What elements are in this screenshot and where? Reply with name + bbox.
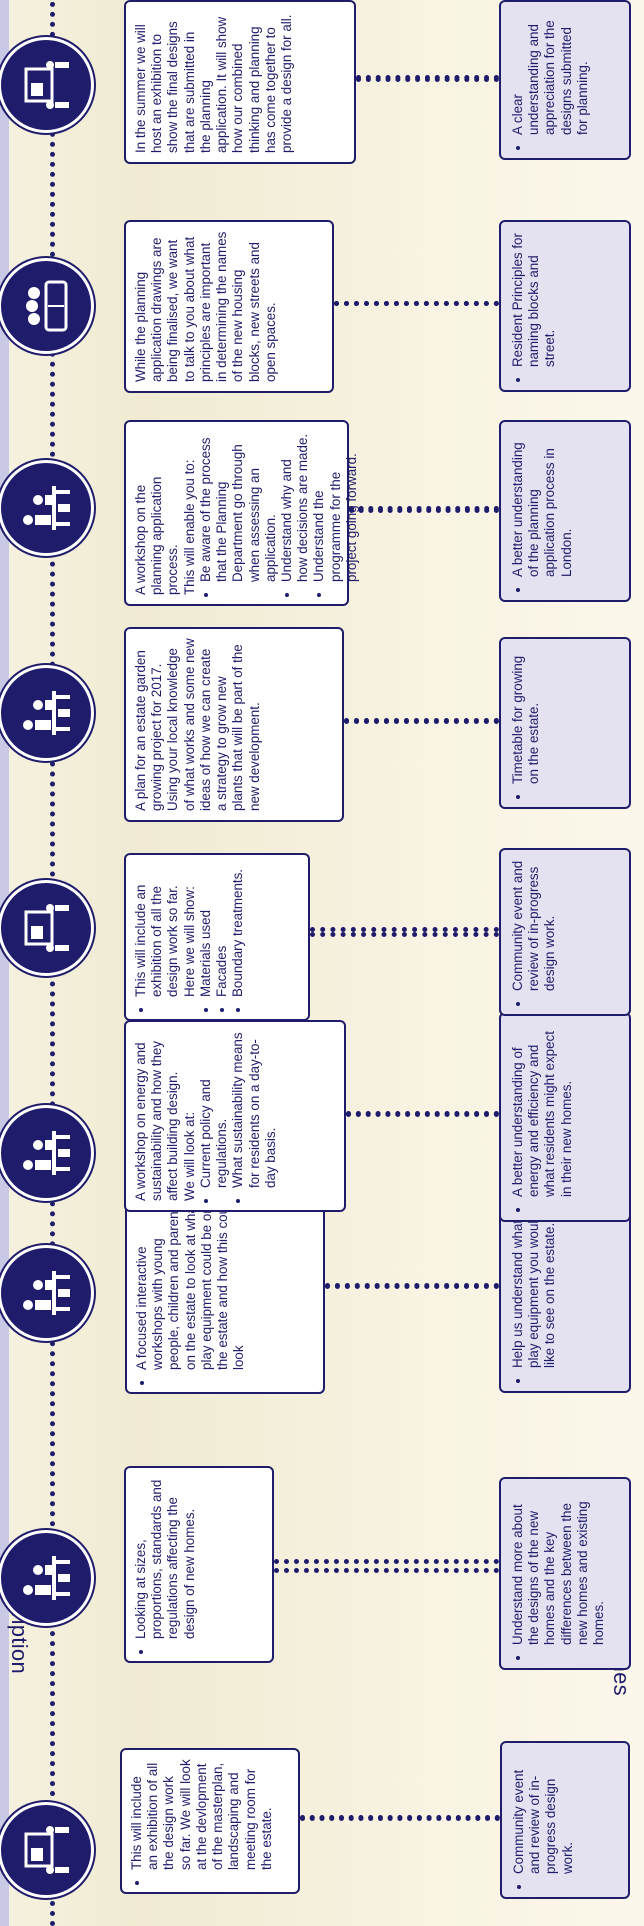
description-intro: A workshop on the planning application p… (133, 476, 181, 595)
stage-description: A focused interactive workshops with you… (125, 1184, 325, 1394)
exhibition-icon (24, 1826, 69, 1874)
stage-icon (0, 1105, 94, 1201)
description-intro: A plan for an estate garden growing proj… (133, 650, 165, 811)
description-bullets: Current policy and regulations.What sust… (198, 1031, 279, 1201)
description-bullet: Understand why and how decisions are mad… (279, 431, 311, 582)
description-bullet: Facades (214, 864, 230, 997)
stage-icon (0, 1802, 94, 1898)
outcome-bullets: Help us understand what play equipment y… (510, 1195, 559, 1381)
outcome-bullet: Timetable for growing on the estate. (510, 649, 542, 784)
description-bullets: A focused interactive workshops with you… (134, 1195, 248, 1383)
stage-icon (0, 1245, 94, 1341)
stage-outcome: A clear understanding and appreciation f… (499, 0, 631, 160)
outcome-bullets: Community event and review of in-progres… (511, 1753, 576, 1887)
outcome-bullet: Community event and review of in-progres… (511, 1753, 576, 1874)
outcome-bullet: A better understanding of energy and eff… (510, 1024, 575, 1197)
outcome-bullets: Timetable for growing on the estate. (510, 649, 542, 797)
workshop-icon (23, 1131, 70, 1175)
stage-icon (0, 665, 94, 761)
description-bullet: What sustainability means for residents … (230, 1031, 279, 1188)
exhibition-icon (24, 61, 69, 109)
outcome-bullets: Resident Principles for naming blocks an… (510, 232, 559, 380)
workshop-icon (23, 1271, 70, 1315)
meeting-table-icon (26, 280, 68, 332)
description-subheading: We will look at: (181, 1111, 197, 1201)
description-bullet: This will include an exhibition of all t… (129, 1759, 275, 1870)
description-outcome-link-v (300, 1816, 500, 1821)
outcome-bullet: Understand more about the designs of the… (510, 1489, 607, 1645)
stage-icon (0, 1530, 94, 1626)
outcome-bullet: A better understanding of the planning a… (510, 432, 575, 577)
stage-outcome: A better understanding of energy and eff… (499, 1012, 631, 1222)
stage-outcome: Community event and review of in-progres… (500, 1741, 630, 1899)
outcome-bullets: A better understanding of energy and eff… (510, 1024, 575, 1210)
stage-description: This will include an exhibition of all t… (120, 1748, 300, 1894)
description-bullets: This will include an exhibition of all t… (133, 864, 247, 1010)
description-outcome-link-v (346, 1111, 499, 1116)
description-outcome-link-v (356, 77, 499, 82)
stage-description: A workshop on energy and sustainability … (124, 1020, 346, 1212)
stage-outcome: Understand more about the designs of the… (499, 1477, 631, 1670)
description-subheading: Using your local knowledge of what works… (165, 638, 262, 811)
outcome-bullet: A clear understanding and appreciation f… (510, 12, 591, 135)
stage-icon (0, 37, 94, 133)
outcome-bullets: A better understanding of the planning a… (510, 432, 575, 590)
description-subheading: This will enable you to: (181, 459, 197, 595)
description-outcome-link-v (310, 932, 499, 937)
stage-description: While the planning application drawings … (124, 220, 334, 393)
stage-description: This will include an exhibition of all t… (124, 853, 310, 1021)
description-bullets: Looking at sizes, proportions, standards… (133, 1477, 198, 1652)
stage-icon (0, 258, 94, 354)
stage-outcome: Community event and review of in-progres… (499, 848, 631, 1016)
outcome-bullets: Understand more about the designs of the… (510, 1489, 607, 1658)
stage-description: Looking at sizes, proportions, standards… (124, 1466, 274, 1663)
stage-icon (0, 460, 94, 556)
description-intro: In the summer we will host an exhibition… (133, 14, 294, 153)
workshop-icon (23, 691, 70, 735)
description-bullet: Understand the programme for the project… (311, 431, 360, 582)
stage-outcome: A better understanding of the planning a… (499, 420, 631, 602)
outcome-bullet: Community event and review of in-progres… (510, 860, 559, 991)
stage-icon (0, 880, 94, 976)
description-bullet: Current policy and regulations. (198, 1031, 230, 1188)
description-intro: While the planning application drawings … (133, 231, 278, 382)
description-bullet: Be aware of the process that the Plannin… (198, 431, 279, 582)
stage-description: A workshop on the planning application p… (124, 420, 359, 606)
description-bullet: Materials used (198, 864, 214, 997)
description-outcome-link-v (334, 301, 499, 307)
stage-description: A plan for an estate garden growing proj… (124, 627, 344, 822)
stage-connector (274, 1568, 499, 1574)
stage-outcome: Resident Principles for naming blocks an… (499, 220, 631, 392)
description-bullet: Boundary treatments. (230, 864, 246, 997)
description-intro: A workshop on energy and sustainability … (133, 1040, 181, 1201)
exhibition-icon (24, 904, 69, 952)
workshop-icon (23, 486, 70, 530)
stage-description: In the summer we will host an exhibition… (124, 0, 356, 164)
description-bullets: This will include an exhibition of all t… (129, 1759, 275, 1883)
outcome-bullet: Resident Principles for naming blocks an… (510, 232, 559, 367)
description-bullet: Looking at sizes, proportions, standards… (133, 1477, 198, 1639)
outcome-bullets: A clear understanding and appreciation f… (510, 12, 591, 148)
workshop-icon (23, 1556, 70, 1600)
description-bullet: This will include an exhibition of all t… (133, 864, 198, 997)
description-outcome-link-v (344, 719, 499, 725)
description-outcome-link-v (274, 1559, 499, 1565)
description-outcome-link-v (349, 508, 499, 513)
description-outcome-link-v (325, 1284, 499, 1289)
stage-outcome: Timetable for growing on the estate. (499, 637, 631, 809)
outcome-bullets: Community event and review of in-progres… (510, 860, 559, 1004)
description-bullet: A focused interactive workshops with you… (134, 1195, 248, 1370)
description-bullets: Be aware of the process that the Plannin… (198, 431, 360, 595)
